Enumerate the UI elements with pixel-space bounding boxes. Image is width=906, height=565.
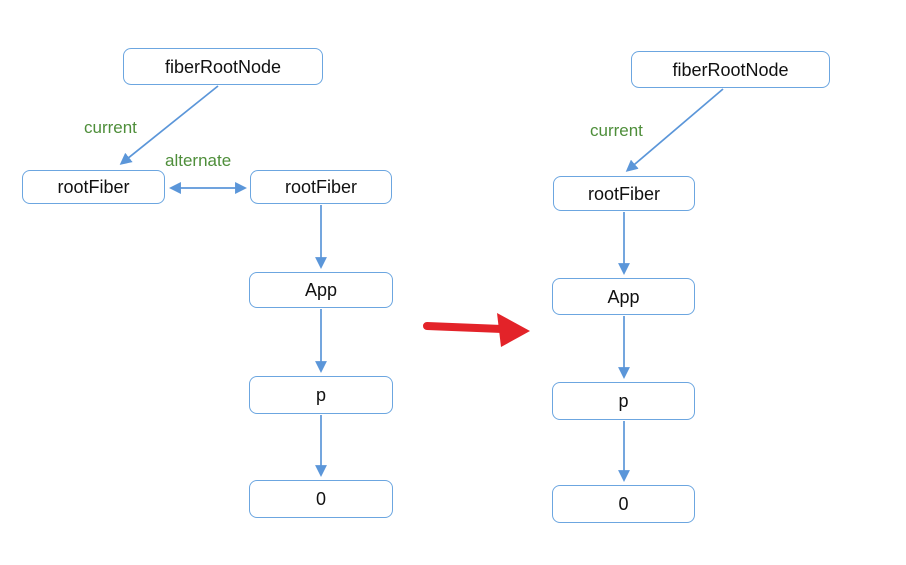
- node-label: fiberRootNode: [672, 59, 789, 80]
- node-label: fiberRootNode: [164, 56, 282, 77]
- node-label: p: [315, 385, 326, 405]
- node-label: rootFiber: [587, 183, 661, 204]
- node-label: p: [618, 391, 629, 411]
- node-zero-right: 0: [552, 485, 695, 523]
- node-app-left: App: [249, 272, 393, 308]
- transform-red-arrow-icon: [423, 313, 530, 347]
- node-label: rootFiber: [284, 177, 358, 197]
- node-root-fiber-alternate-left: rootFiber: [250, 170, 392, 204]
- node-label: App: [607, 286, 640, 307]
- node-zero-left: 0: [249, 480, 393, 518]
- edge-label-current-right: current: [590, 121, 643, 140]
- node-p-right: p: [552, 382, 695, 420]
- node-p-left: p: [249, 376, 393, 414]
- node-label: 0: [618, 494, 629, 514]
- node-app-right: App: [552, 278, 695, 315]
- node-fiber-root-node-right: fiberRootNode: [631, 51, 830, 88]
- edge-label-alternate: alternate: [165, 151, 232, 170]
- edge-current-right-arrow: [625, 88, 724, 172]
- node-fiber-root-node-left: fiberRootNode: [123, 48, 323, 85]
- edge-current-left-arrow: [119, 85, 219, 165]
- edge-label-current-left: current: [84, 118, 137, 137]
- node-root-fiber-current-left: rootFiber: [22, 170, 165, 204]
- node-label: rootFiber: [57, 177, 130, 197]
- node-root-fiber-right: rootFiber: [553, 176, 695, 211]
- node-label: 0: [315, 489, 326, 509]
- node-label: App: [304, 280, 338, 300]
